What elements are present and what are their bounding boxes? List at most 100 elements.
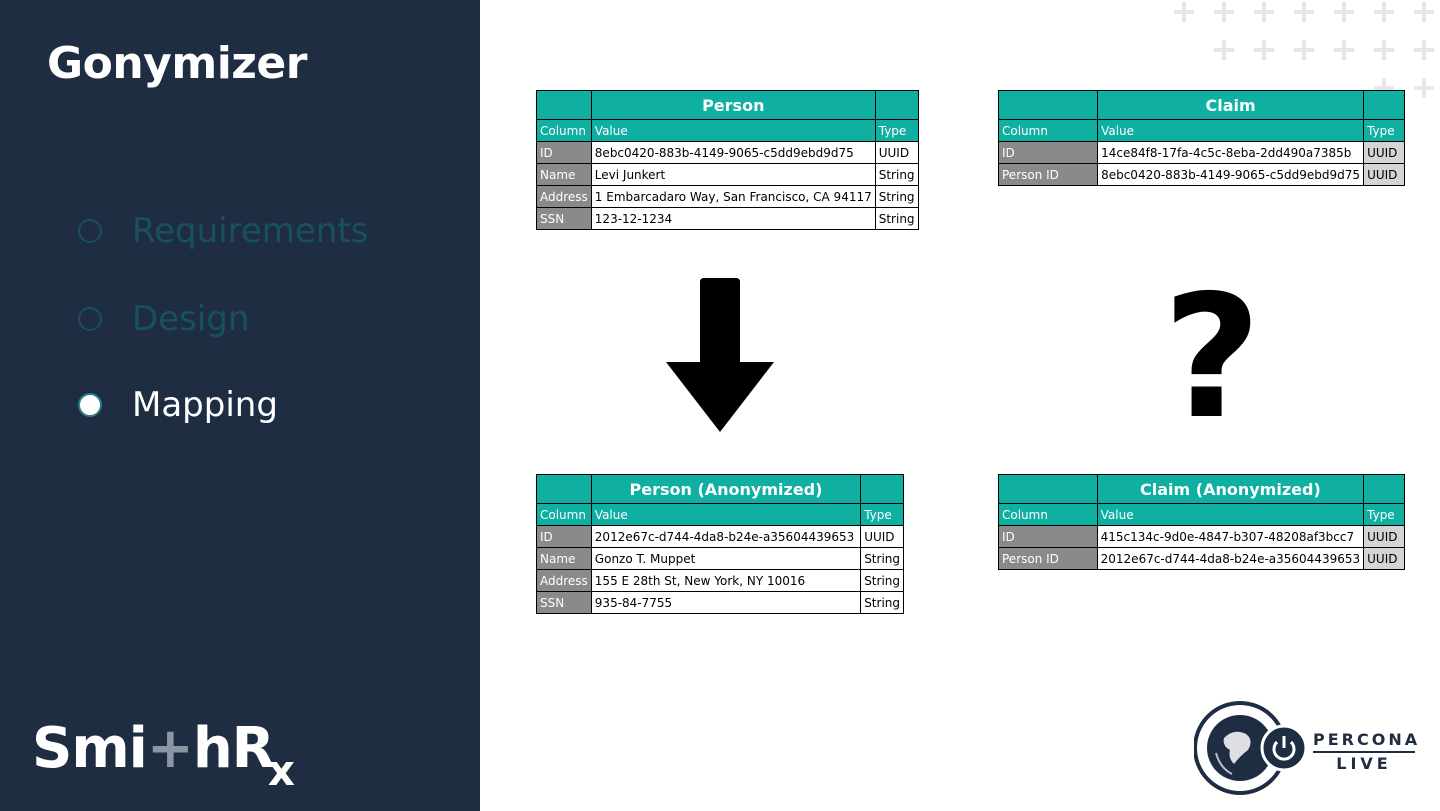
claim-anonymized-table: Claim (Anonymized) Column Value Type ID … xyxy=(998,474,1405,570)
person-table: Person Column Value Type ID 8ebc0420-883… xyxy=(536,90,919,230)
header-column: Column xyxy=(536,119,592,142)
table-row: Name Levi Junkert String xyxy=(536,163,919,186)
table-header-row: Column Value Type xyxy=(536,503,904,526)
table-row: Address 155 E 28th St, New York, NY 1001… xyxy=(536,569,904,592)
table-header-row: Column Value Type xyxy=(998,503,1405,526)
cell-column: ID xyxy=(997,141,1099,164)
cell-column: SSN xyxy=(536,591,592,614)
title-cell-blank xyxy=(536,90,592,120)
down-arrow-icon xyxy=(666,278,774,432)
decorative-crosses-icon xyxy=(1174,0,1436,100)
claim-table: Claim Column Value Type ID 14ce84f8-17fa… xyxy=(997,90,1405,186)
cell-column: ID xyxy=(536,141,592,164)
cell-column: Address xyxy=(536,569,592,592)
title-cell-blank xyxy=(997,90,1099,120)
agenda-item-mapping: Mapping xyxy=(78,380,278,430)
table-title: Claim xyxy=(1097,90,1365,120)
title-cell-blank xyxy=(998,474,1098,504)
left-panel: Gonymizer Requirements Design Mapping Sm… xyxy=(0,0,480,811)
smithrx-logo-sub: x xyxy=(267,746,295,795)
title-cell-blank xyxy=(1363,474,1405,504)
header-type: Type xyxy=(1363,119,1405,142)
cell-value: Levi Junkert xyxy=(590,163,876,186)
table-title-row: Claim (Anonymized) xyxy=(998,474,1405,504)
table-title-row: Person (Anonymized) xyxy=(536,474,904,504)
cell-value: 1 Embarcadaro Way, San Francisco, CA 941… xyxy=(590,185,876,208)
agenda-bullet-icon xyxy=(78,219,102,243)
header-type: Type xyxy=(1363,503,1405,526)
header-column: Column xyxy=(998,503,1098,526)
title-cell-blank xyxy=(860,474,904,504)
header-type: Type xyxy=(874,119,919,142)
cell-type: String xyxy=(860,547,904,570)
cell-type: UUID xyxy=(874,141,919,164)
cell-value: 155 E 28th St, New York, NY 10016 xyxy=(590,569,862,592)
table-row: Address 1 Embarcadaro Way, San Francisco… xyxy=(536,185,919,208)
table-title: Person xyxy=(590,90,876,120)
agenda-label: Requirements xyxy=(132,211,369,251)
cell-value: 2012e67c-d744-4da8-b24e-a35604439653 xyxy=(590,525,862,548)
table-row: ID 415c134c-9d0e-4847-b307-48208af3bcc7 … xyxy=(998,525,1405,548)
cell-type: UUID xyxy=(1363,547,1405,570)
cell-type: UUID xyxy=(1363,163,1405,186)
smithrx-logo: Smi+hRx xyxy=(32,716,332,796)
header-value: Value xyxy=(1097,119,1365,142)
percona-wordmark-line1: PERCONA xyxy=(1313,730,1421,749)
cell-type: String xyxy=(874,207,919,230)
header-column: Column xyxy=(536,503,592,526)
cell-column: Person ID xyxy=(997,163,1099,186)
percona-wordmark-line2: LIVE xyxy=(1313,751,1415,773)
table-row: SSN 935-84-7755 String xyxy=(536,591,904,614)
table-row: ID 14ce84f8-17fa-4c5c-8eba-2dd490a7385b … xyxy=(997,141,1405,164)
header-type: Type xyxy=(860,503,904,526)
percona-live-logo-icon xyxy=(1194,701,1308,795)
cell-value: 415c134c-9d0e-4847-b307-48208af3bcc7 xyxy=(1096,525,1365,548)
table-row: Name Gonzo T. Muppet String xyxy=(536,547,904,570)
cell-type: UUID xyxy=(860,525,904,548)
cell-column: Name xyxy=(536,547,592,570)
cell-type: UUID xyxy=(1363,525,1405,548)
cell-value: 935-84-7755 xyxy=(590,591,862,614)
table-title: Person (Anonymized) xyxy=(590,474,862,504)
table-row: ID 2012e67c-d744-4da8-b24e-a35604439653 … xyxy=(536,525,904,548)
table-title-row: Claim xyxy=(997,90,1405,120)
table-header-row: Column Value Type xyxy=(997,119,1405,142)
cell-value: Gonzo T. Muppet xyxy=(590,547,862,570)
table-title-row: Person xyxy=(536,90,919,120)
cell-column: ID xyxy=(536,525,592,548)
cell-value: 8ebc0420-883b-4149-9065-c5dd9ebd9d75 xyxy=(1097,163,1365,186)
cell-column: SSN xyxy=(536,207,592,230)
table-title: Claim (Anonymized) xyxy=(1096,474,1365,504)
question-mark: ? xyxy=(1162,259,1262,457)
table-header-row: Column Value Type xyxy=(536,119,919,142)
cell-value: 2012e67c-d744-4da8-b24e-a35604439653 xyxy=(1096,547,1365,570)
smithrx-logo-plus: + xyxy=(146,716,194,781)
title-cell-blank xyxy=(1363,90,1405,120)
cell-column: ID xyxy=(998,525,1098,548)
header-value: Value xyxy=(590,119,876,142)
agenda-label: Mapping xyxy=(132,385,278,425)
header-value: Value xyxy=(590,503,862,526)
cell-value: 8ebc0420-883b-4149-9065-c5dd9ebd9d75 xyxy=(590,141,876,164)
person-anonymized-table: Person (Anonymized) Column Value Type ID… xyxy=(536,474,904,614)
title-cell-blank xyxy=(874,90,919,120)
agenda-bullet-icon xyxy=(78,307,102,331)
smithrx-logo-part: hR xyxy=(192,716,275,781)
cell-column: Name xyxy=(536,163,592,186)
cell-type: String xyxy=(860,569,904,592)
agenda-bullet-icon xyxy=(78,393,102,417)
cell-column: Address xyxy=(536,185,592,208)
table-row: ID 8ebc0420-883b-4149-9065-c5dd9ebd9d75 … xyxy=(536,141,919,164)
cell-column: Person ID xyxy=(998,547,1098,570)
table-row: SSN 123-12-1234 String xyxy=(536,207,919,230)
table-row: Person ID 2012e67c-d744-4da8-b24e-a35604… xyxy=(998,547,1405,570)
slide-title: Gonymizer xyxy=(47,38,307,89)
cell-value: 123-12-1234 xyxy=(590,207,876,230)
cell-type: String xyxy=(860,591,904,614)
cell-type: String xyxy=(874,163,919,186)
cell-type: UUID xyxy=(1363,141,1405,164)
table-row: Person ID 8ebc0420-883b-4149-9065-c5dd9e… xyxy=(997,163,1405,186)
agenda-item-design: Design xyxy=(78,294,249,344)
cell-value: 14ce84f8-17fa-4c5c-8eba-2dd490a7385b xyxy=(1097,141,1365,164)
percona-live-wordmark: PERCONA LIVE xyxy=(1313,730,1421,773)
